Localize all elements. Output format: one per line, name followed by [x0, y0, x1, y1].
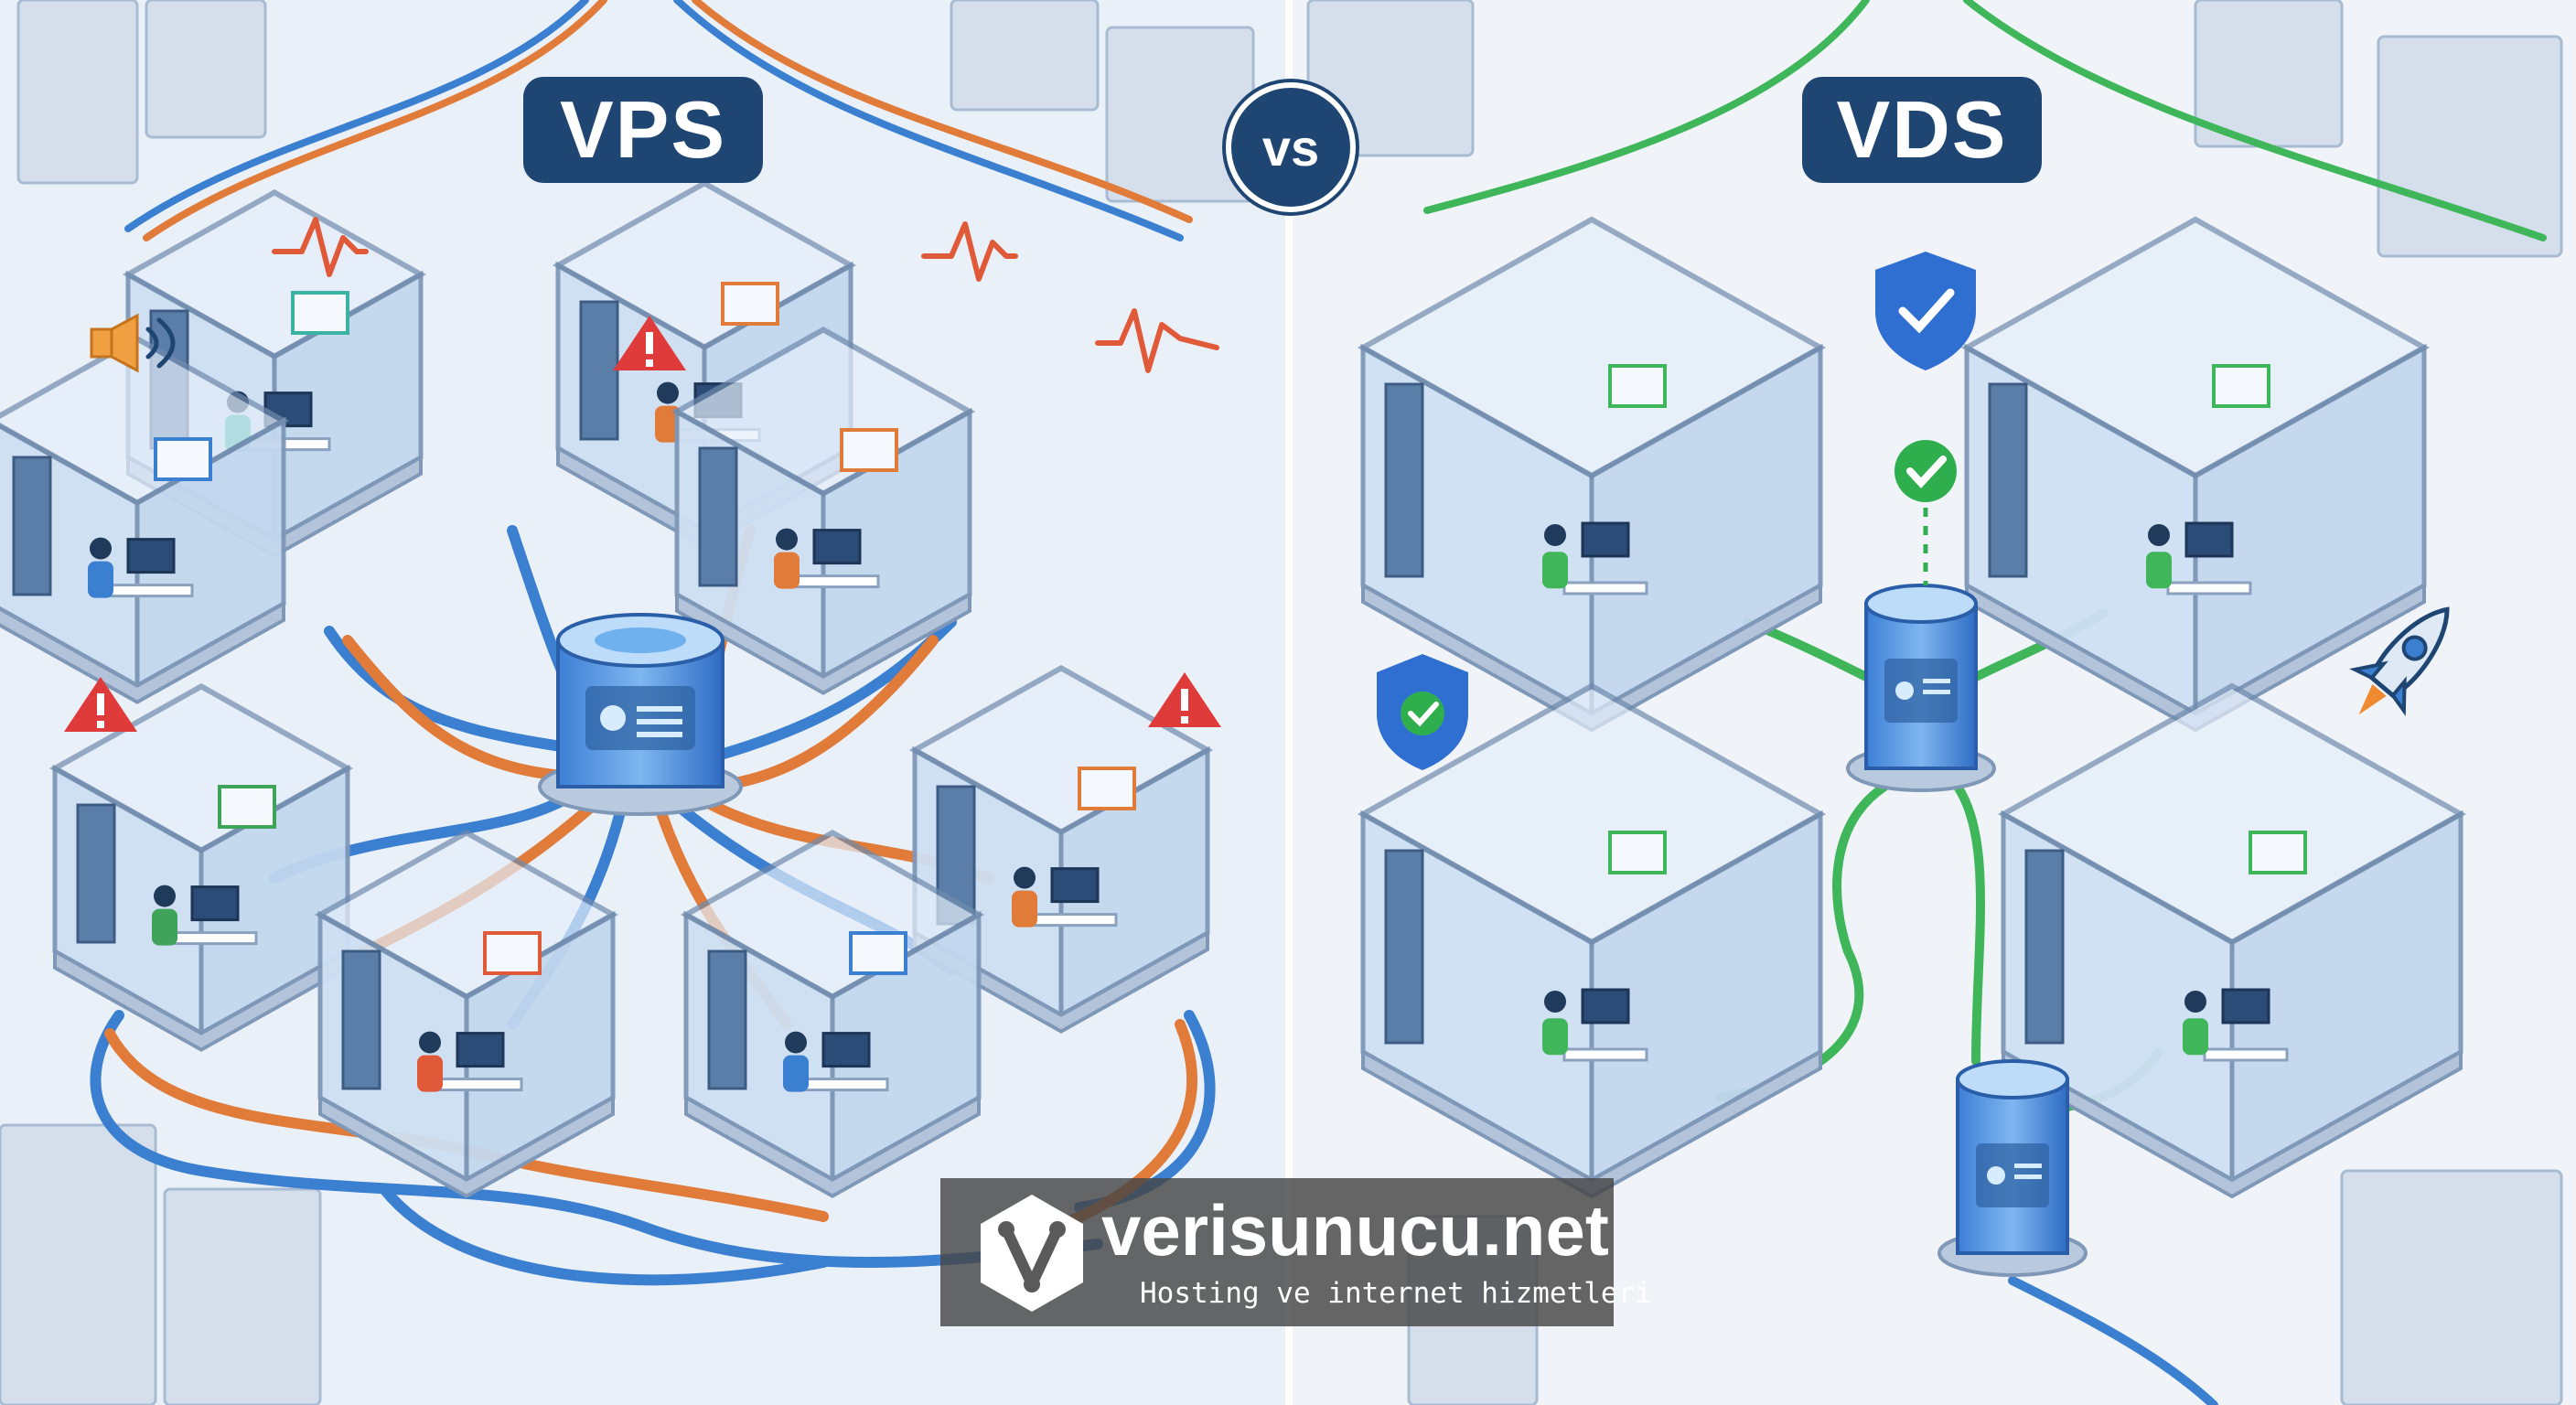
vds-room-2 — [1960, 216, 2431, 733]
vps-room-8 — [680, 829, 985, 1198]
vds-database-upper — [1846, 584, 1996, 792]
speaker-icon — [90, 313, 176, 373]
shield-check-icon — [1377, 252, 1976, 770]
watermark: verisunucu.net Hosting ve internet hizme… — [940, 1178, 1652, 1326]
vps-title: VPS — [523, 77, 763, 183]
vds-database-lower — [1937, 1059, 2088, 1277]
panel-divider — [1285, 0, 1293, 1405]
warning-exclamation — [97, 332, 1188, 728]
pulse-icon — [272, 217, 1219, 373]
watermark-brand: verisunucu.net — [1101, 1190, 1609, 1271]
vds-room-3 — [1357, 682, 1827, 1199]
cable-trays — [124, 0, 2547, 241]
vs-badge: vs — [1226, 82, 1356, 212]
vds-room-4 — [1997, 682, 2467, 1199]
vps-room-cubes — [0, 179, 1214, 1198]
check-circle-icon — [1894, 440, 1957, 585]
watermark-tagline: Hosting ve internet hizmetleri — [1140, 1277, 1652, 1310]
vps-room-4 — [671, 326, 976, 695]
rocket-icon — [2349, 606, 2450, 716]
vps-room-7 — [314, 829, 619, 1198]
vds-room-cubes — [1357, 216, 2467, 1199]
hexagon-v-logo-icon — [981, 1195, 1083, 1312]
vds-room-1 — [1357, 216, 1827, 733]
vps-room-2 — [0, 335, 290, 704]
vps-shared-database — [538, 613, 743, 816]
vds-title: VDS — [1802, 77, 2042, 183]
